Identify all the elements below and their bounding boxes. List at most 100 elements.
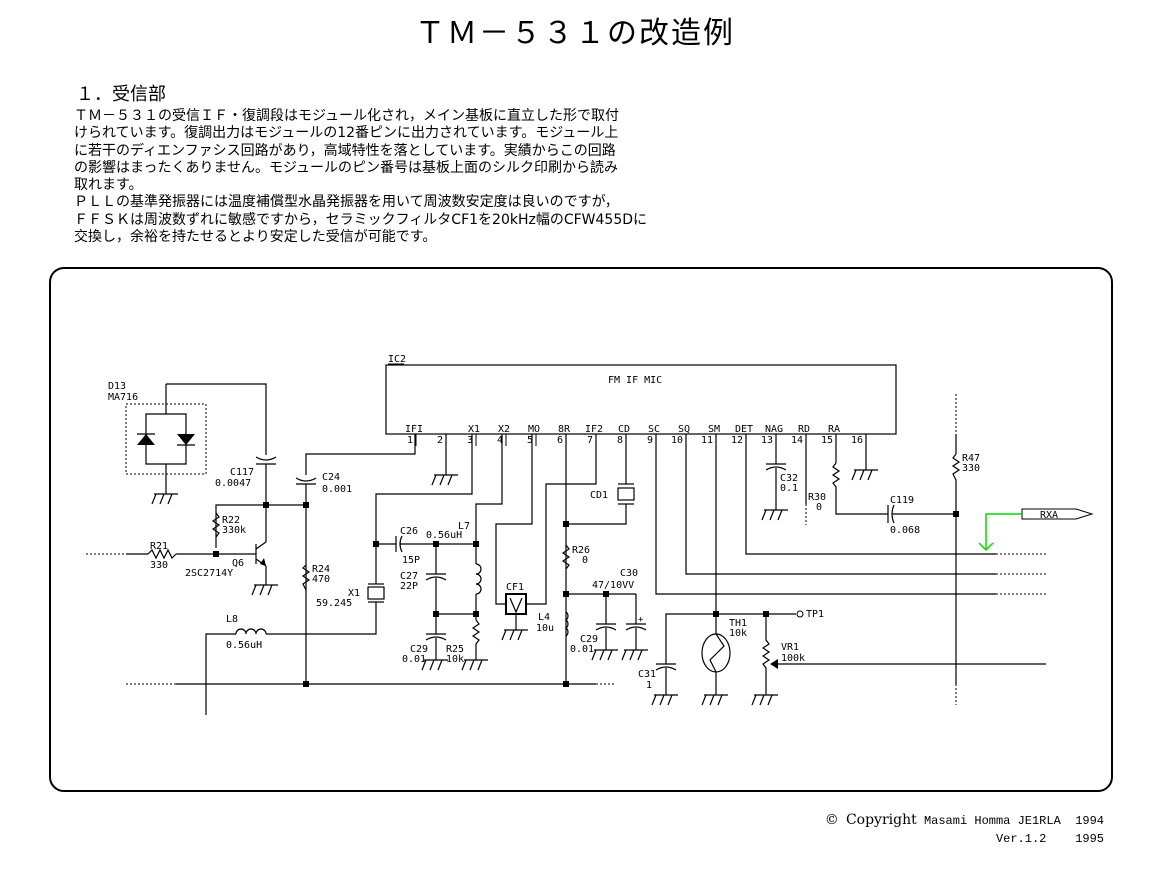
ic-pin-label: X2 bbox=[498, 424, 510, 435]
r22-value: 330k bbox=[222, 525, 246, 536]
d13-diode-pair: D13 MA716 bbox=[108, 381, 267, 494]
ic-pin-number: 8 bbox=[617, 435, 623, 446]
c32-value: 0.1 bbox=[780, 483, 798, 494]
l8-ref: L8 bbox=[226, 614, 238, 625]
c26-value: 15P bbox=[402, 555, 420, 566]
ic-body bbox=[385, 364, 897, 435]
c27-ref: C27 bbox=[400, 571, 418, 582]
ic-pin-number: 2 bbox=[437, 435, 443, 446]
r26-ref: R26 bbox=[572, 545, 590, 556]
page-title: ＴＭ－５３１の改造例 bbox=[415, 16, 735, 51]
r30-ref: R30 bbox=[808, 492, 826, 503]
copyright-symbol: © bbox=[824, 812, 839, 828]
junction-dot bbox=[263, 502, 269, 508]
junction-dot bbox=[303, 681, 309, 687]
junction-dot bbox=[433, 541, 439, 547]
junction-dot bbox=[373, 541, 379, 547]
q6-oscillator: R22 330k R21 330 Q6 2SC2714Y bbox=[86, 504, 306, 585]
c119-ref: C119 bbox=[890, 495, 914, 506]
d13-value: MA716 bbox=[108, 392, 138, 403]
c119-value: 0.068 bbox=[890, 525, 920, 536]
description-paragraph: ＴＭ－５３１の受信ＩＦ・復調段はモジュール化され，メイン基板に直立した形で取付 … bbox=[74, 108, 714, 246]
ic-pin-label: SQ bbox=[678, 424, 690, 435]
ic-pin-number: 15 bbox=[821, 435, 833, 446]
copyright-word: Copyright bbox=[845, 812, 917, 828]
ic-name: FM IF MIC bbox=[608, 375, 662, 386]
c32-ref: C32 bbox=[780, 473, 798, 484]
junction-dot bbox=[563, 591, 569, 597]
r47-ref: R47 bbox=[962, 453, 980, 464]
vr1-ref: VR1 bbox=[781, 642, 799, 653]
x1-crystal: X1 59.245 bbox=[266, 434, 473, 635]
ground-icon bbox=[251, 584, 278, 596]
junction-dot bbox=[473, 541, 479, 547]
c31-value: 1 bbox=[646, 680, 652, 691]
c29-ref: C29 bbox=[410, 644, 428, 655]
svg-text:+: + bbox=[638, 615, 644, 625]
ic-pin-label: X1 bbox=[468, 424, 480, 435]
l7-tank: C26 15P L7 0.56uH C27 22P C29 0.01 R25 1… bbox=[376, 434, 503, 665]
green-modification-arrow bbox=[978, 513, 1022, 552]
junction-dot bbox=[563, 681, 569, 687]
ic-pin-number: 13 bbox=[761, 435, 773, 446]
r21-ref: R21 bbox=[150, 541, 168, 552]
x1-ref: X1 bbox=[348, 588, 360, 599]
ic-pin-number: 9 bbox=[647, 435, 653, 446]
c29b-value: 0.01 bbox=[570, 644, 594, 655]
c31-ref: C31 bbox=[638, 669, 656, 680]
ground-icon bbox=[751, 694, 778, 706]
cf1-ref: CF1 bbox=[506, 582, 524, 593]
ic-pin-number: 7 bbox=[587, 435, 593, 446]
output-lines bbox=[655, 434, 1046, 595]
pin13-16: C32 0.1 R30 0 C119 0.068 R47 330 bbox=[765, 394, 980, 705]
junction-dot bbox=[303, 502, 309, 508]
tp1-label[interactable]: TP1 bbox=[806, 609, 824, 620]
l7-ref: L7 bbox=[458, 521, 470, 532]
c29-value: 0.01 bbox=[402, 654, 426, 665]
c117-capacitor: C117 0.0047 bbox=[215, 456, 277, 505]
rxa-net-label[interactable]: RXA bbox=[1021, 508, 1094, 521]
pin11-sm: TP1 C31 1 TH1 10k VR1 100k bbox=[638, 434, 1046, 695]
c26-ref: C26 bbox=[400, 526, 418, 537]
ic-pin-label: SM bbox=[708, 424, 720, 435]
x1-value: 59.245 bbox=[316, 598, 352, 609]
cd1-ref: CD1 bbox=[590, 490, 608, 501]
l8-value: 0.56uH bbox=[226, 640, 262, 651]
section-heading: １．受信部 bbox=[76, 84, 166, 105]
junction-dot bbox=[433, 611, 439, 617]
q6-ref: Q6 bbox=[232, 558, 244, 569]
ic-pin-label: CD bbox=[618, 424, 630, 435]
l4-value: 10u bbox=[536, 623, 554, 634]
cf1-ceramic-filter: CF1 bbox=[495, 434, 597, 630]
ic-pin-number: 10 bbox=[671, 435, 683, 446]
r30-value: 0 bbox=[816, 502, 822, 513]
c29b-ref: C29 bbox=[580, 634, 598, 645]
th1-value: 10k bbox=[729, 628, 747, 639]
paragraph-line: 交換し，余裕を持たせるとより安定した受信が可能です。 bbox=[74, 229, 437, 246]
ground-icon bbox=[761, 509, 788, 521]
c24-capacitor: C24 0.001 bbox=[295, 434, 416, 685]
ic-pin-label: DET bbox=[735, 424, 753, 435]
ground-icon bbox=[651, 694, 678, 706]
version-year: 1995 bbox=[1075, 832, 1104, 846]
ic-pin-label: SC bbox=[648, 424, 660, 435]
ic-pin-label: RD bbox=[798, 424, 810, 435]
ic-pin-label: MO bbox=[528, 424, 540, 435]
junction-dot bbox=[713, 611, 719, 617]
vr1-value: 100k bbox=[781, 653, 805, 664]
ic-pin-number: 5 bbox=[527, 435, 533, 446]
paragraph-line: ＰＬＬの基準発振器には温度補償型水晶発振器を用いて周波数安定度は良いのですが， bbox=[74, 194, 619, 211]
ic-pin-label: NAG bbox=[765, 424, 783, 435]
c117-value: 0.0047 bbox=[215, 478, 251, 489]
ic-pin-label: IFI bbox=[405, 424, 423, 435]
r21-value: 330 bbox=[150, 560, 168, 571]
author: Masami Homma JE1RLA bbox=[923, 814, 1061, 828]
c24-value: 0.001 bbox=[322, 484, 352, 495]
l8-inductor: L8 0.56uH bbox=[205, 614, 267, 715]
ic-pin-number: 16 bbox=[851, 435, 863, 446]
ic-pin-number: 11 bbox=[701, 435, 713, 446]
junction-dot bbox=[563, 521, 569, 527]
